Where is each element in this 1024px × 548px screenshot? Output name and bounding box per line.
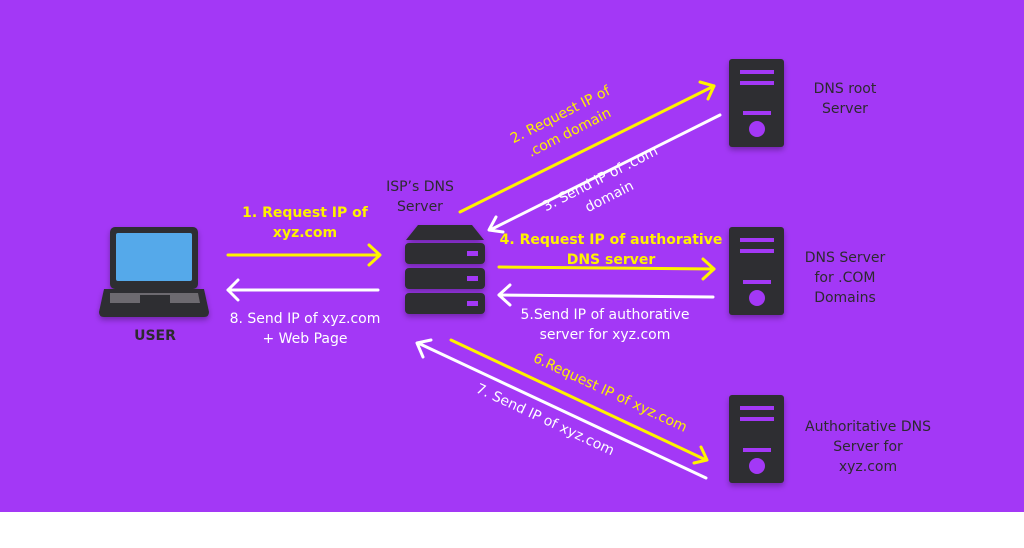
step-5-line1: 5.Send IP of authorative <box>520 307 690 323</box>
diagram-svg <box>99 59 784 483</box>
auth-label: Authoritative DNS Server for xyz.com <box>788 417 948 477</box>
server-tower-icon-auth <box>729 395 784 483</box>
arrow-step-8 <box>226 278 380 302</box>
com-label-line2: for .COM <box>814 270 876 286</box>
step-8-line1: 8. Send IP of xyz.com <box>229 311 381 327</box>
step-4-line2: DNS server <box>566 252 656 268</box>
step-1-line1: 1. Request IP of <box>242 205 368 221</box>
arrow-step-3 <box>487 113 722 234</box>
step-4-label: 4. Request IP of authorative DNS server <box>497 230 725 270</box>
laptop-icon <box>99 227 209 317</box>
isp-label-line2: Server <box>397 199 443 215</box>
auth-label-line2: Server for <box>833 439 903 455</box>
root-label-line2: Server <box>822 101 868 117</box>
isp-label-line1: ISP’s DNS <box>386 179 454 195</box>
com-label-line3: Domains <box>814 290 876 306</box>
arrow-step-6 <box>449 338 709 465</box>
arrow-step-4 <box>497 257 716 281</box>
user-label: USER <box>134 328 176 344</box>
step-1-line2: xyz.com <box>272 225 338 241</box>
arrow-step-2 <box>458 80 716 214</box>
step-4-line1: 4. Request IP of authorative <box>499 232 723 248</box>
root-label-line1: DNS root <box>813 81 877 97</box>
arrow-step-5 <box>497 283 715 307</box>
server-tower-icon-root <box>729 59 784 147</box>
arrow-step-7 <box>415 338 708 480</box>
auth-label-line3: xyz.com <box>838 459 898 475</box>
isp-label: ISP’s DNS Server <box>370 177 470 217</box>
server-rack-icon <box>405 225 485 314</box>
step-1-label: 1. Request IP of xyz.com <box>225 203 385 243</box>
arrow-step-1 <box>226 243 382 267</box>
auth-label-line1: Authoritative DNS <box>805 419 931 435</box>
step-8-label: 8. Send IP of xyz.com + Web Page <box>215 309 395 349</box>
com-label-line1: DNS Server <box>804 250 886 266</box>
server-tower-icon-com <box>729 227 784 315</box>
step-8-line2: + Web Page <box>262 331 348 347</box>
com-label: DNS Server for .COM Domains <box>785 248 905 308</box>
step-5-line2: server for xyz.com <box>539 327 671 343</box>
step-5-label: 5.Send IP of authorative server for xyz.… <box>505 305 705 345</box>
root-label: DNS root Server <box>790 79 900 119</box>
diagram-canvas: USER ISP’s DNS Server DNS root Server DN… <box>0 0 1024 512</box>
